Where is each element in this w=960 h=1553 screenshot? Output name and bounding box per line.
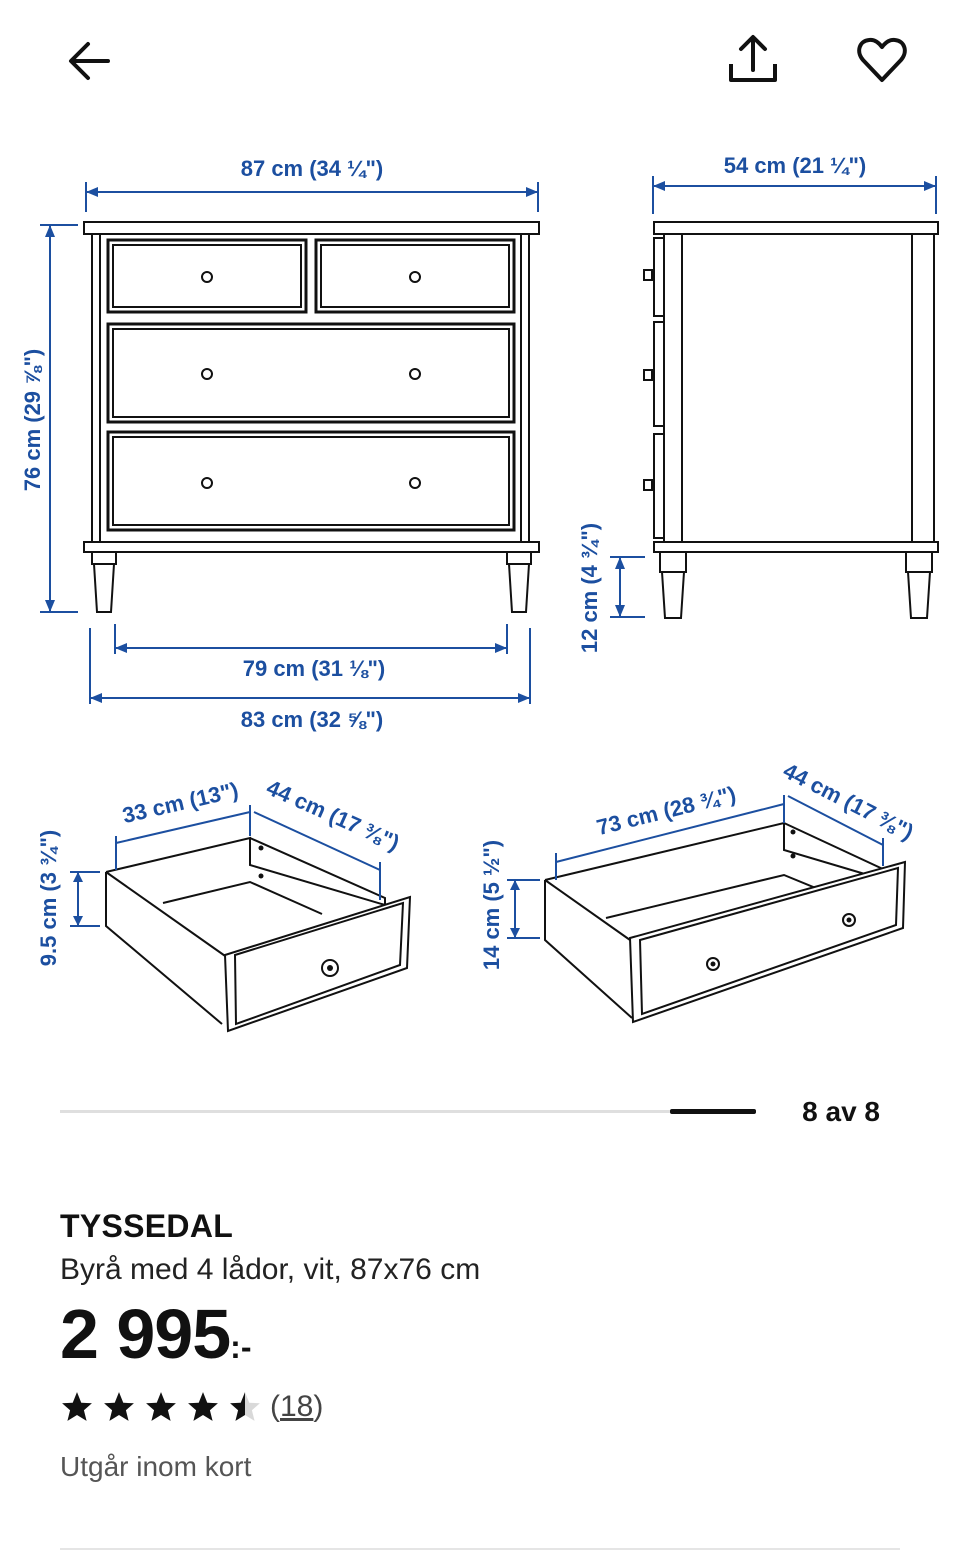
product-info: TYSSEDAL Byrå med 4 lådor, vit, 87x76 cm…: [60, 1208, 920, 1483]
product-price: 2 995:-: [60, 1299, 920, 1369]
heart-icon[interactable]: [854, 32, 910, 88]
rating-stars[interactable]: [60, 1390, 270, 1424]
price-number: 2 995: [60, 1295, 231, 1373]
large-drawer-view: 73 cm (28 ¾") 44 cm (17 ⅜") 14 cm (5 ½"): [479, 758, 918, 1024]
dim-large-drawer-width: 73 cm (28 ¾"): [594, 781, 738, 840]
review-count[interactable]: (18): [270, 1390, 324, 1423]
top-bar: [0, 0, 960, 120]
dim-width-top: 87 cm (34 ¼"): [241, 156, 384, 181]
share-icon[interactable]: [722, 30, 784, 90]
dim-leg-height: 12 cm (4 ¾"): [577, 523, 602, 653]
small-drawer-view: 33 cm (13") 44 cm (17 ⅜") 9.5 cm (3 ¾"): [36, 775, 412, 1033]
dim-inner-width: 79 cm (31 ⅛"): [243, 656, 386, 681]
rating-row[interactable]: (18): [60, 1387, 920, 1427]
dim-outer-width: 83 cm (32 ⅝"): [241, 707, 384, 732]
dresser-side-view: 54 cm (21 ¼") 12 cm (4 ¾"): [577, 153, 939, 653]
star-icon: [230, 1392, 260, 1421]
arrow-left-icon[interactable]: [62, 34, 116, 88]
dim-small-drawer-height: 9.5 cm (3 ¾"): [36, 830, 61, 966]
dim-small-drawer-width: 33 cm (13"): [120, 777, 241, 828]
product-description: Byrå med 4 lådor, vit, 87x76 cm: [60, 1253, 481, 1286]
product-name[interactable]: TYSSEDAL: [60, 1208, 234, 1244]
image-carousel-indicator[interactable]: 8 av 8: [60, 1096, 900, 1130]
price-suffix: :-: [230, 1329, 252, 1365]
availability-status: Utgår inom kort: [60, 1451, 252, 1482]
carousel-counter: 8 av 8: [802, 1096, 880, 1127]
dim-depth-top: 54 cm (21 ¼"): [724, 153, 867, 178]
carousel-thumb[interactable]: [670, 1109, 756, 1114]
review-count-value[interactable]: 18: [280, 1390, 314, 1423]
star-icon: [146, 1392, 176, 1421]
star-icon: [188, 1392, 218, 1421]
star-icon: [104, 1392, 134, 1421]
dim-small-drawer-depth: 44 cm (17 ⅜"): [263, 775, 403, 856]
dresser-front-view: 87 cm (34 ¼") 76 cm (29 ⅞"): [20, 156, 540, 732]
dimension-drawing: 87 cm (34 ¼") 76 cm (29 ⅞"): [20, 153, 939, 1033]
carousel-track[interactable]: [60, 1110, 756, 1113]
dim-height: 76 cm (29 ⅞"): [20, 349, 45, 492]
dim-large-drawer-height: 14 cm (5 ½"): [479, 840, 504, 970]
star-icon: [62, 1392, 92, 1421]
divider: [60, 1548, 900, 1550]
